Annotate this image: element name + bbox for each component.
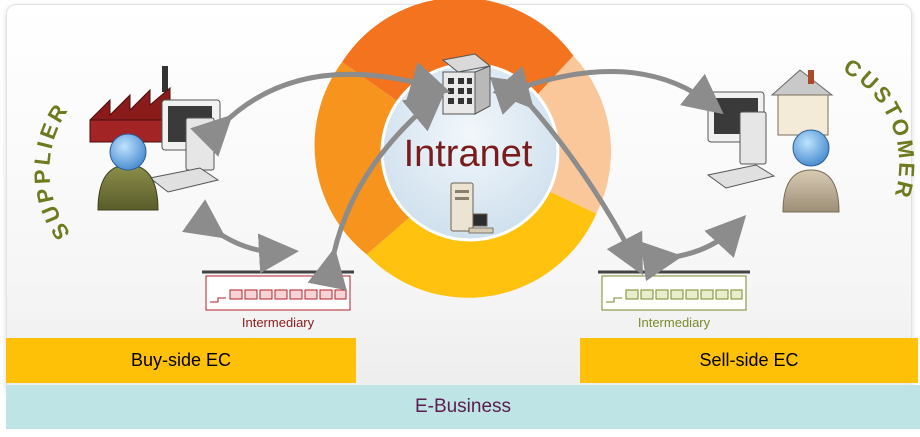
supplier-person-icon bbox=[97, 133, 159, 211]
sell-side-ec-bar: Sell-side EC bbox=[580, 338, 918, 383]
customer-house-icon bbox=[770, 69, 834, 136]
intermediary-right-building-icon bbox=[598, 270, 750, 311]
server-computer-icon bbox=[450, 182, 494, 234]
customer-person-icon bbox=[782, 129, 840, 213]
intermediary-right-label: Intermediary bbox=[638, 315, 711, 330]
intermediary-left-building-icon bbox=[202, 270, 354, 311]
arrow-intermediary-intranet bbox=[307, 90, 446, 291]
buy-side-ec-bar: Buy-side EC bbox=[6, 338, 356, 383]
supplier-factory-icon bbox=[89, 66, 171, 143]
arrow-intranet-intermediary-right bbox=[492, 66, 643, 276]
arrow-intermediary-customer bbox=[640, 214, 747, 282]
customer-computer-icon bbox=[706, 91, 776, 189]
customer-label: CUSTOMER bbox=[839, 54, 919, 203]
arrow-supplier-intranet bbox=[190, 61, 451, 157]
intermediary-left-label: Intermediary bbox=[242, 315, 315, 330]
arrow-supplier-intermediary bbox=[182, 199, 299, 274]
intranet-label: Intranet bbox=[404, 133, 533, 175]
supplier-label: SUPPLIER bbox=[29, 98, 75, 245]
office-building-icon bbox=[441, 53, 492, 115]
e-business-bar: E-Business bbox=[6, 385, 920, 429]
